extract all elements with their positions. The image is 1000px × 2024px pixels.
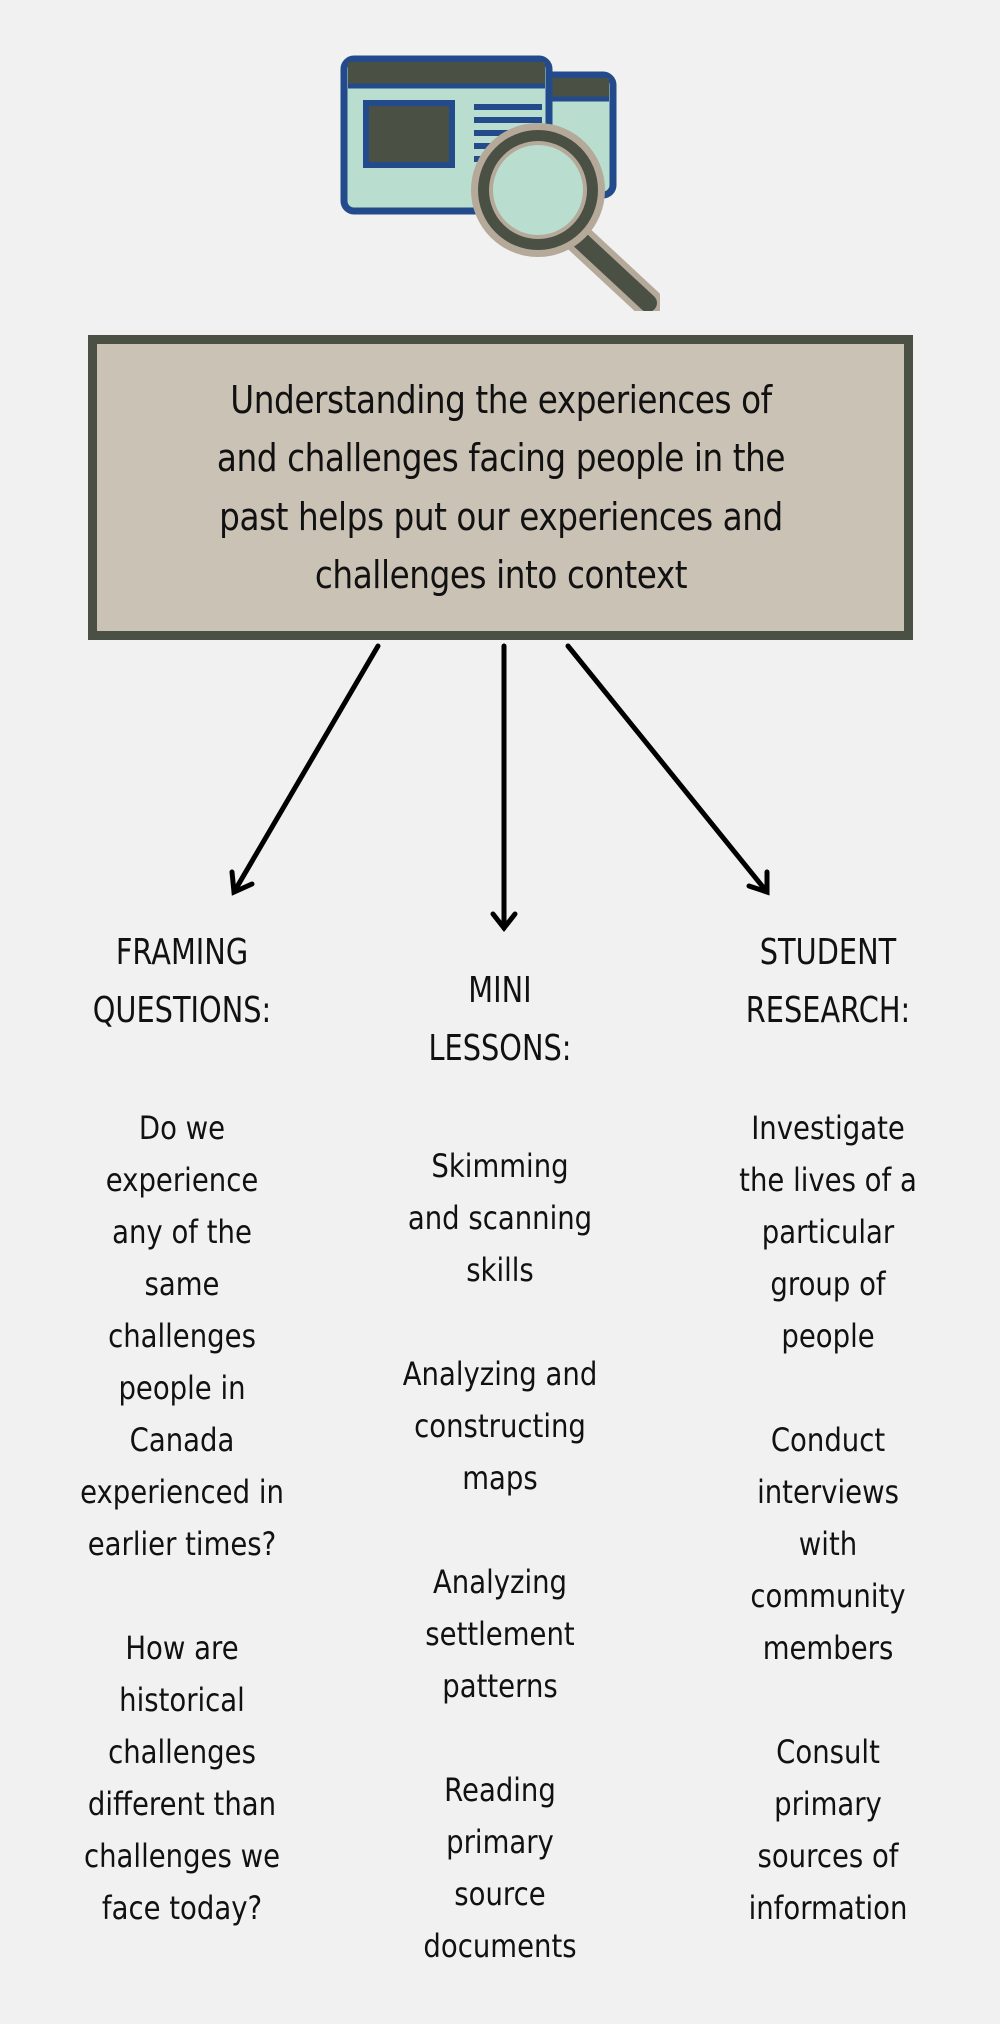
text-line: Investigate [751, 1109, 905, 1147]
heading-framing-questions: FRAMING QUESTIONS: [32, 924, 332, 1040]
text-line: Canada [129, 1421, 235, 1459]
heading-line: FRAMING [115, 932, 249, 973]
text-line: Do we [138, 1109, 226, 1147]
heading-line: RESEARCH: [745, 990, 911, 1031]
arrow-right-icon [565, 643, 770, 896]
main-statement-line: and challenges facing people in the [216, 436, 785, 480]
magnifier-icon-graphic [340, 55, 663, 318]
mini-lesson-item: Skimming and scanning skills [350, 1140, 650, 1296]
text-line: source [454, 1875, 546, 1913]
text-line: particular [761, 1213, 895, 1251]
framing-question-item: How are historical challenges different … [32, 1622, 332, 1934]
framing-questions-list: Do we experience any of the same challen… [32, 1102, 332, 1986]
mini-lesson-item: Analyzing settlement patterns [350, 1556, 650, 1712]
text-line: primary [774, 1785, 882, 1823]
mini-lesson-item: Reading primary source documents [350, 1764, 650, 1972]
text-line: information [748, 1889, 908, 1927]
text-line: challenges [108, 1733, 256, 1771]
student-research-list: Investigate the lives of a particular gr… [678, 1102, 978, 1986]
text-line: with [798, 1525, 858, 1563]
heading-line: QUESTIONS: [92, 990, 272, 1031]
student-research-item: Consult primary sources of information [678, 1726, 978, 1934]
main-statement-line: past helps put our experiences and [218, 494, 783, 539]
text-line: settlement [425, 1615, 575, 1653]
text-line: challenges [108, 1317, 256, 1355]
heading-student-research: STUDENT RESEARCH: [678, 924, 978, 1040]
heading-mini-lessons: MINI LESSONS: [350, 962, 650, 1078]
text-line: community [750, 1577, 906, 1615]
framing-question-item: Do we experience any of the same challen… [32, 1102, 332, 1570]
text-line: Reading [444, 1771, 556, 1809]
text-line: Conduct [770, 1421, 886, 1459]
text-line: different than [87, 1785, 277, 1823]
main-statement-line: Understanding the experiences of [229, 377, 772, 422]
text-line: constructing [414, 1407, 586, 1445]
text-line: maps [462, 1459, 538, 1497]
text-line: earlier times? [87, 1525, 277, 1563]
web-page-magnifier-icon [338, 55, 663, 318]
heading-line: LESSONS: [428, 1028, 572, 1069]
text-line: and scanning [407, 1199, 593, 1237]
text-line: Skimming [431, 1147, 569, 1185]
text-line: group of [770, 1265, 886, 1303]
text-line: any of the [112, 1213, 252, 1251]
text-line: How are [125, 1629, 239, 1667]
text-line: sources of [757, 1837, 899, 1875]
text-line: interviews [757, 1473, 899, 1511]
text-line: Analyzing and [402, 1355, 598, 1393]
mini-lessons-list: Skimming and scanning skills Analyzing a… [350, 1140, 650, 2024]
text-line: primary [446, 1823, 554, 1861]
main-statement-box: Understanding the experiences of and cha… [88, 335, 913, 640]
text-line: people in [118, 1369, 246, 1407]
heading-line: MINI [468, 970, 532, 1011]
student-research-item: Conduct interviews with community member… [678, 1414, 978, 1674]
text-line: same [144, 1265, 220, 1303]
student-research-item: Investigate the lives of a particular gr… [678, 1102, 978, 1362]
text-line: skills [466, 1251, 534, 1289]
arrow-down-icon [490, 643, 518, 933]
text-line: challenges we [83, 1837, 281, 1875]
heading-line: STUDENT [759, 932, 897, 973]
text-line: face today? [101, 1889, 263, 1927]
arrow-left-icon [229, 643, 381, 896]
mini-lesson-item: Analyzing and constructing maps [350, 1348, 650, 1504]
text-line: people [781, 1317, 875, 1355]
text-line: experience [105, 1161, 259, 1199]
text-line: experienced in [80, 1473, 284, 1511]
text-line: Consult [776, 1733, 880, 1771]
text-line: patterns [442, 1667, 558, 1705]
text-line: documents [423, 1927, 577, 1965]
text-line: the lives of a [739, 1161, 917, 1199]
text-line: Analyzing [432, 1563, 568, 1601]
text-line: members [762, 1629, 894, 1667]
main-statement-line: challenges into context [314, 553, 687, 597]
main-statement-text: Understanding the experiences of and cha… [182, 371, 818, 605]
text-line: historical [119, 1681, 245, 1719]
